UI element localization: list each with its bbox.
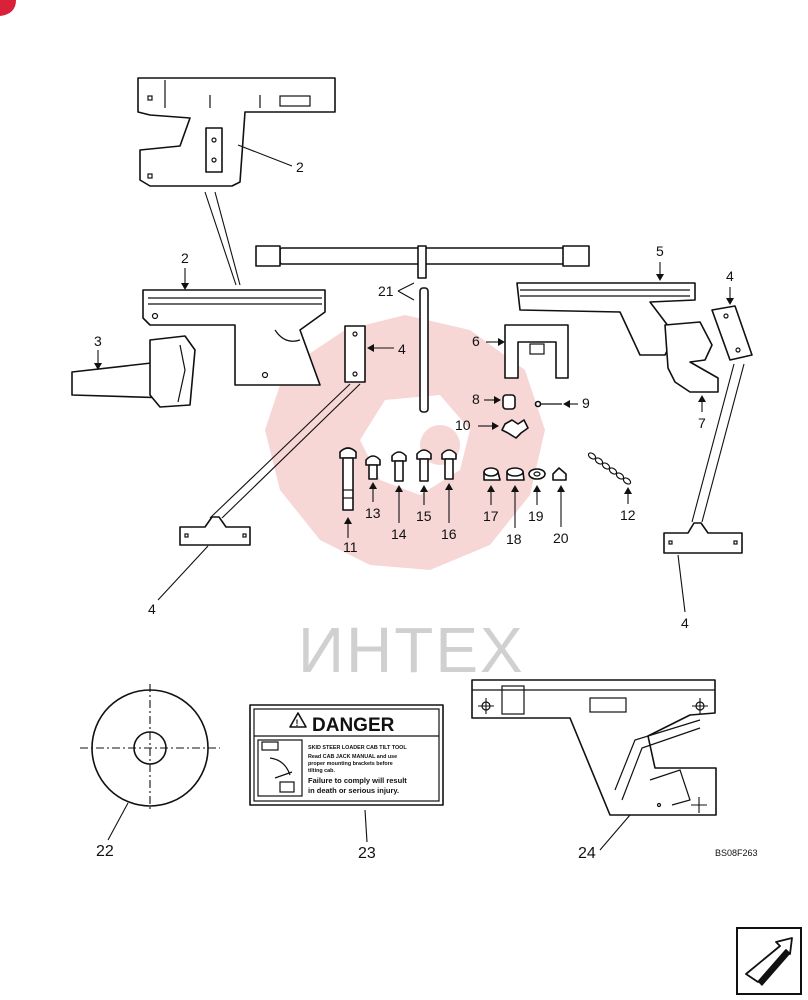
callout-9: 9	[582, 395, 590, 411]
callout-13: 13	[365, 505, 381, 521]
callout-21: 21	[378, 283, 394, 299]
part-4-plate-bottom-left	[179, 516, 251, 546]
callout-2-mid: 2	[181, 250, 189, 266]
callout-4-bottom-left: 4	[148, 601, 156, 617]
part-17-nut	[483, 467, 501, 481]
part-4-plate-bottom-right	[663, 522, 743, 554]
callout-15: 15	[416, 508, 432, 524]
callout-8: 8	[472, 391, 480, 407]
decal-line-2: proper mounting brackets before	[308, 761, 393, 767]
decal-subheader: SKID STEER LOADER CAB TILT TOOL	[308, 745, 407, 751]
part-6-clamp	[504, 324, 569, 379]
part-22-disc	[80, 684, 220, 812]
part-19-washer	[528, 468, 546, 480]
part-3-arm	[71, 335, 196, 408]
callout-3: 3	[94, 333, 102, 349]
callout-18: 18	[506, 531, 522, 547]
part-7-hook	[664, 321, 719, 393]
drawing-reference: BS08F263	[715, 848, 758, 858]
decal-header: DANGER	[312, 715, 395, 736]
callout-17: 17	[483, 508, 499, 524]
part-11-bolt	[339, 447, 357, 511]
part-4-plate-mid	[344, 325, 366, 383]
callout-2-top: 2	[296, 159, 304, 175]
part-13-bolt	[365, 455, 381, 480]
svg-text:!: !	[296, 718, 299, 728]
callout-23: 23	[358, 845, 376, 862]
callout-19: 19	[528, 508, 544, 524]
decal-warning-2: in death or serious injury.	[308, 786, 399, 795]
part-2-bracket-mid	[142, 289, 326, 386]
part-14-bolt	[391, 451, 407, 482]
decal-line-3: tilting cab.	[308, 768, 335, 774]
part-21-shaft	[255, 245, 590, 413]
callout-12: 12	[620, 507, 636, 523]
decal-line-1: Read CAB JACK MANUAL and use	[308, 754, 397, 760]
callout-6: 6	[472, 333, 480, 349]
callout-20: 20	[553, 530, 569, 546]
callout-24: 24	[578, 845, 596, 862]
next-page-arrow-icon[interactable]	[736, 927, 802, 995]
callout-22: 22	[96, 843, 114, 860]
part-8-bushing	[502, 394, 516, 410]
callout-10: 10	[455, 417, 471, 433]
corner-badge	[0, 0, 16, 16]
part-12-chain	[587, 452, 632, 485]
part-15-bolt	[416, 449, 432, 482]
part-24-bracket-assembly	[471, 679, 717, 816]
callout-11: 11	[343, 539, 358, 555]
callout-5: 5	[656, 243, 664, 259]
callout-16: 16	[441, 526, 457, 542]
callout-4-bottom-right: 4	[681, 615, 689, 631]
part-9-pin	[534, 400, 562, 408]
part-16-bolt	[441, 449, 457, 480]
watermark-text: ИНТЕХ	[298, 614, 525, 686]
part-2-bracket-top	[137, 77, 336, 187]
decal-warning-1: Failure to comply will result	[308, 776, 407, 785]
callout-14: 14	[391, 526, 407, 542]
callout-4-mid: 4	[398, 341, 406, 357]
part-4-plate-right	[711, 305, 753, 361]
callout-4-right: 4	[726, 268, 734, 284]
part-10-wing-nut	[501, 419, 529, 439]
part-20-nut	[552, 467, 567, 481]
callout-7: 7	[698, 415, 706, 431]
part-18-nut	[506, 467, 525, 481]
part-23-danger-decal: ! DANGER SKID STEER LOADER CAB TILT TOOL…	[249, 704, 444, 806]
